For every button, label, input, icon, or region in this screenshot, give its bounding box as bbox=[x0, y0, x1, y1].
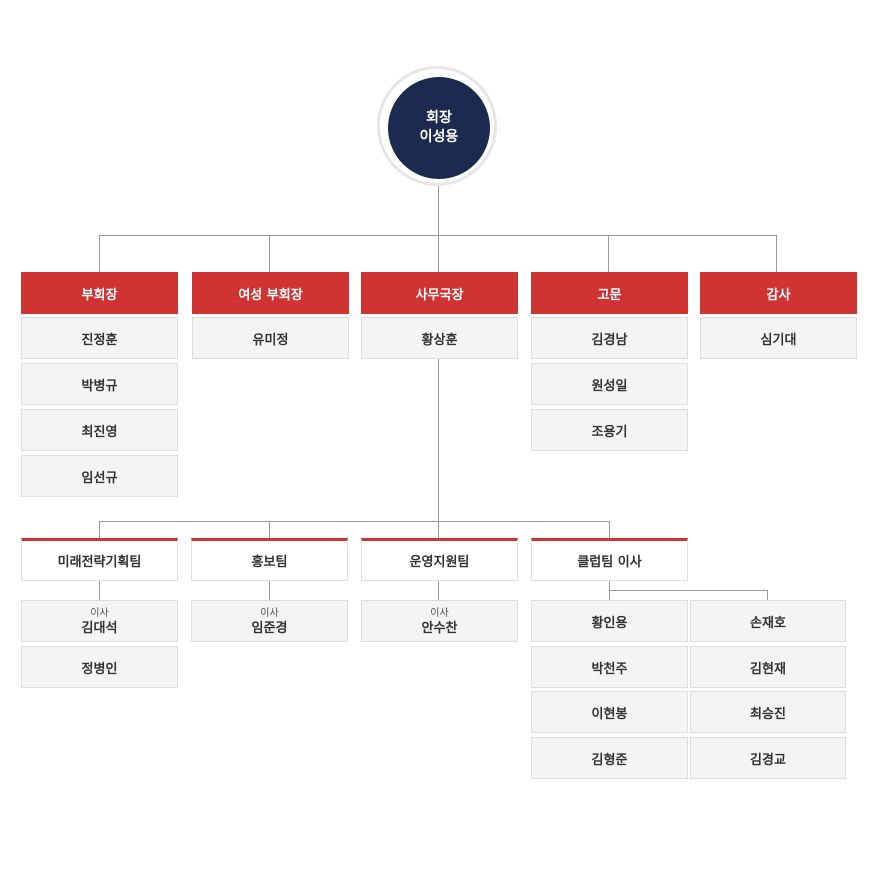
connector-drop-2 bbox=[269, 235, 270, 272]
connector-secretary-down bbox=[438, 359, 439, 538]
dept-head-auditor: 감사 bbox=[700, 272, 857, 314]
connector-team1-lead bbox=[99, 581, 100, 600]
dept4-member: 조용기 bbox=[531, 409, 688, 451]
connector-team-drop-1 bbox=[99, 521, 100, 538]
team2-lead: 이사 임준경 bbox=[191, 600, 348, 642]
dept-head-secretary-general: 사무국장 bbox=[361, 272, 518, 314]
club-member-left: 박천주 bbox=[531, 646, 688, 688]
team2-lead-name: 임준경 bbox=[251, 621, 288, 636]
dept1-member: 최진영 bbox=[21, 409, 178, 451]
team-public-relations: 홍보팀 bbox=[191, 538, 348, 581]
connector-chair-down bbox=[438, 186, 439, 272]
team3-lead: 이사 안수찬 bbox=[361, 600, 518, 642]
dept3-member: 황상훈 bbox=[361, 317, 518, 359]
team3-lead-name: 안수찬 bbox=[421, 621, 458, 636]
connector-drop-4 bbox=[608, 235, 609, 272]
club-member-right: 김경교 bbox=[690, 737, 846, 779]
club-member-right: 최승진 bbox=[690, 691, 846, 733]
connector-team2-lead bbox=[269, 581, 270, 600]
team1-lead-role: 이사 bbox=[90, 608, 109, 619]
dept5-member: 심기대 bbox=[700, 317, 857, 359]
connector-team3-lead bbox=[438, 581, 439, 600]
connector-drop-1 bbox=[99, 235, 100, 272]
team2-lead-role: 이사 bbox=[260, 608, 279, 619]
club-member-left: 이현봉 bbox=[531, 691, 688, 733]
connector-top-horizontal bbox=[99, 235, 777, 236]
dept4-member: 원성일 bbox=[531, 363, 688, 405]
dept-head-advisor: 고문 bbox=[531, 272, 688, 314]
chairman-name: 이성용 bbox=[419, 129, 459, 145]
dept-head-vice-chairman: 부회장 bbox=[21, 272, 178, 314]
team3-lead-role: 이사 bbox=[430, 608, 449, 619]
team-operations-support: 운영지원팀 bbox=[361, 538, 518, 581]
chairman-node: 회장 이성용 bbox=[388, 77, 490, 179]
club-member-right: 김현재 bbox=[690, 646, 846, 688]
connector-team-drop-4 bbox=[609, 521, 610, 538]
dept1-member: 진정훈 bbox=[21, 317, 178, 359]
team-strategy-planning: 미래전략기획팀 bbox=[21, 538, 178, 581]
dept2-member: 유미정 bbox=[192, 317, 349, 359]
connector-club-horizontal bbox=[609, 590, 768, 591]
team1-lead-name: 김대석 bbox=[81, 621, 118, 636]
team-club-directors: 클럽팀 이사 bbox=[531, 538, 688, 581]
club-member-right: 손재호 bbox=[690, 600, 846, 642]
dept4-member: 김경남 bbox=[531, 317, 688, 359]
dept-head-women-vice-chairman: 여성 부회장 bbox=[192, 272, 349, 314]
connector-team-horizontal bbox=[99, 521, 609, 522]
club-member-left: 황인용 bbox=[531, 600, 688, 642]
team1-lead: 이사 김대석 bbox=[21, 600, 178, 642]
dept1-member: 임선규 bbox=[21, 455, 178, 497]
dept1-member: 박병규 bbox=[21, 363, 178, 405]
connector-club-right bbox=[767, 590, 768, 600]
team1-member: 정병인 bbox=[21, 646, 178, 688]
club-member-left: 김형준 bbox=[531, 737, 688, 779]
connector-team-drop-2 bbox=[269, 521, 270, 538]
chairman-title: 회장 bbox=[426, 110, 452, 126]
connector-drop-5 bbox=[776, 235, 777, 272]
